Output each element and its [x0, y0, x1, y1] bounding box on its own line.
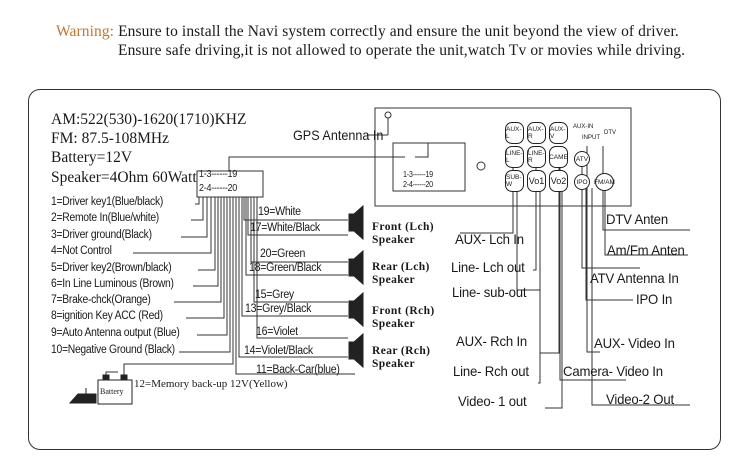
- speaker-icon-1: [348, 213, 355, 232]
- warning-line-2: Ensure safe driving,it is not allowed to…: [118, 42, 686, 59]
- memory-backup-label: 12=Memory back-up 12V(Yellow): [134, 378, 288, 390]
- am-spec: AM:522(530)-1620(1710)KHZ: [51, 111, 247, 128]
- pin-6-label: 6=In Line Luminous (Brown): [51, 278, 174, 290]
- speaker-icon-4: [348, 341, 355, 360]
- speaker-icon-2: [348, 258, 355, 277]
- dtv-label: DTV: [604, 130, 616, 136]
- unit-connector-row-1: 1-3------19: [403, 170, 433, 179]
- line-rch-out: Line- Rch out: [453, 363, 529, 379]
- aux-in-label: AUX-IN: [573, 124, 594, 130]
- pin-7-label: 7=Brake-chck(Orange): [51, 294, 151, 306]
- jack-fm-am: FM/AM: [594, 173, 615, 191]
- pin-16-label: 16=Violet: [256, 326, 298, 338]
- pin-5-label: 5=Driver key2(Brown/black): [51, 262, 172, 274]
- speaker-front-rch: Front (Rch)Speaker: [372, 305, 435, 330]
- pin-15-label: 15=Grey: [255, 289, 294, 301]
- input-label: INPUT: [582, 135, 600, 141]
- jack-ipo: IPO: [574, 174, 590, 190]
- battery-icon: [68, 374, 133, 405]
- fm-spec: FM: 87.5-108MHz: [51, 130, 169, 147]
- pin-14-label: 14=Violet/Black: [244, 345, 313, 357]
- battery-label: Battery: [100, 387, 124, 396]
- jack-line-r: LINE-R: [527, 146, 546, 168]
- camera-video-in: Camera- Video In: [563, 363, 663, 379]
- line-lch-out: Line- Lch out: [451, 259, 525, 275]
- jack-aux-v: AUX-V: [549, 122, 568, 144]
- dtv-anten: DTV Anten: [606, 211, 668, 227]
- speaker-front-lch: Front (Lch)Speaker: [372, 221, 435, 246]
- warning-label: Warning:: [56, 23, 115, 40]
- speaker-rear-rch: Rear (Rch)Speaker: [372, 345, 431, 370]
- pin-18-label: 18=Green/Black: [249, 262, 322, 274]
- pin-3-label: 3=Driver ground(Black): [51, 229, 152, 241]
- pin-4-label: 4=Not Control: [51, 245, 112, 257]
- battery-spec: Battery=12V: [51, 149, 133, 166]
- pin-8-label: 8=ignition Key ACC (Red): [51, 310, 163, 322]
- jack-line-l: LINE-L: [505, 146, 524, 168]
- warning-line-1: Warning: Ensure to install the Navi syst…: [56, 23, 679, 41]
- jack-came: CAME: [549, 146, 568, 168]
- pin-11-label: 11=Back-Car(blue): [256, 364, 340, 376]
- jack-vo1: Vo1: [527, 170, 546, 192]
- connector-row-1: 1-3------19: [199, 169, 238, 180]
- video-1-out: Video- 1 out: [458, 393, 527, 409]
- jack-aux-r: AUX-R: [527, 122, 546, 144]
- pin-10-label: 10=Negative Ground (Black): [51, 344, 175, 356]
- gps-antenna-jack: [384, 111, 392, 119]
- aux-rch-in: AUX- Rch In: [456, 333, 528, 349]
- line-sub-out: Line- sub-out: [452, 284, 527, 300]
- unit-harness-socket: [392, 142, 466, 192]
- ipo-in: IPO In: [636, 291, 673, 307]
- pin-13-label: 13=Grey/Black: [245, 303, 312, 315]
- wiring-diagram-frame: [28, 89, 721, 450]
- head-unit-body: [374, 107, 632, 207]
- atv-antenna-in: ATV Antenna In: [590, 270, 679, 286]
- speaker-rear-lch: Rear (Lch)Speaker: [372, 261, 430, 286]
- jack-vo2: Vo2: [549, 170, 568, 192]
- pin-2-label: 2=Remote In(Blue/white): [51, 212, 159, 224]
- harness-to-unit-wire: [228, 156, 405, 171]
- pin-20-label: 20=Green: [260, 248, 306, 260]
- speaker-spec: Speaker=4Ohm 60Watt: [51, 169, 197, 186]
- unit-connector-row-2: 2-4------20: [403, 180, 433, 189]
- jack-aux-l: AUX-L: [505, 122, 524, 144]
- gps-connector-circle: [476, 161, 486, 171]
- aux-lch-in: AUX- Lch In: [455, 231, 524, 247]
- jack-atv: ATV: [574, 151, 590, 167]
- pin-17-label: 17=White/Black: [250, 222, 320, 234]
- speaker-icon-3: [348, 300, 355, 319]
- warning-text-1: Ensure to install the Navi system correc…: [114, 23, 679, 40]
- am-fm-anten: Am/Fm Anten: [607, 242, 685, 258]
- aux-video-in: AUX- Video In: [594, 335, 675, 351]
- connector-row-2: 2-4------20: [199, 183, 238, 194]
- video-2-out: Video-2 Out: [606, 391, 674, 407]
- gps-antenna-label: GPS Antenna In: [293, 127, 384, 143]
- jack-sub-w: SUB-W: [505, 170, 524, 192]
- pin-19-label: 19=White: [258, 206, 301, 218]
- pin-1-label: 1=Driver key1(Blue/black): [51, 196, 164, 208]
- pin-9-label: 9=Auto Antenna output (Blue): [51, 327, 180, 339]
